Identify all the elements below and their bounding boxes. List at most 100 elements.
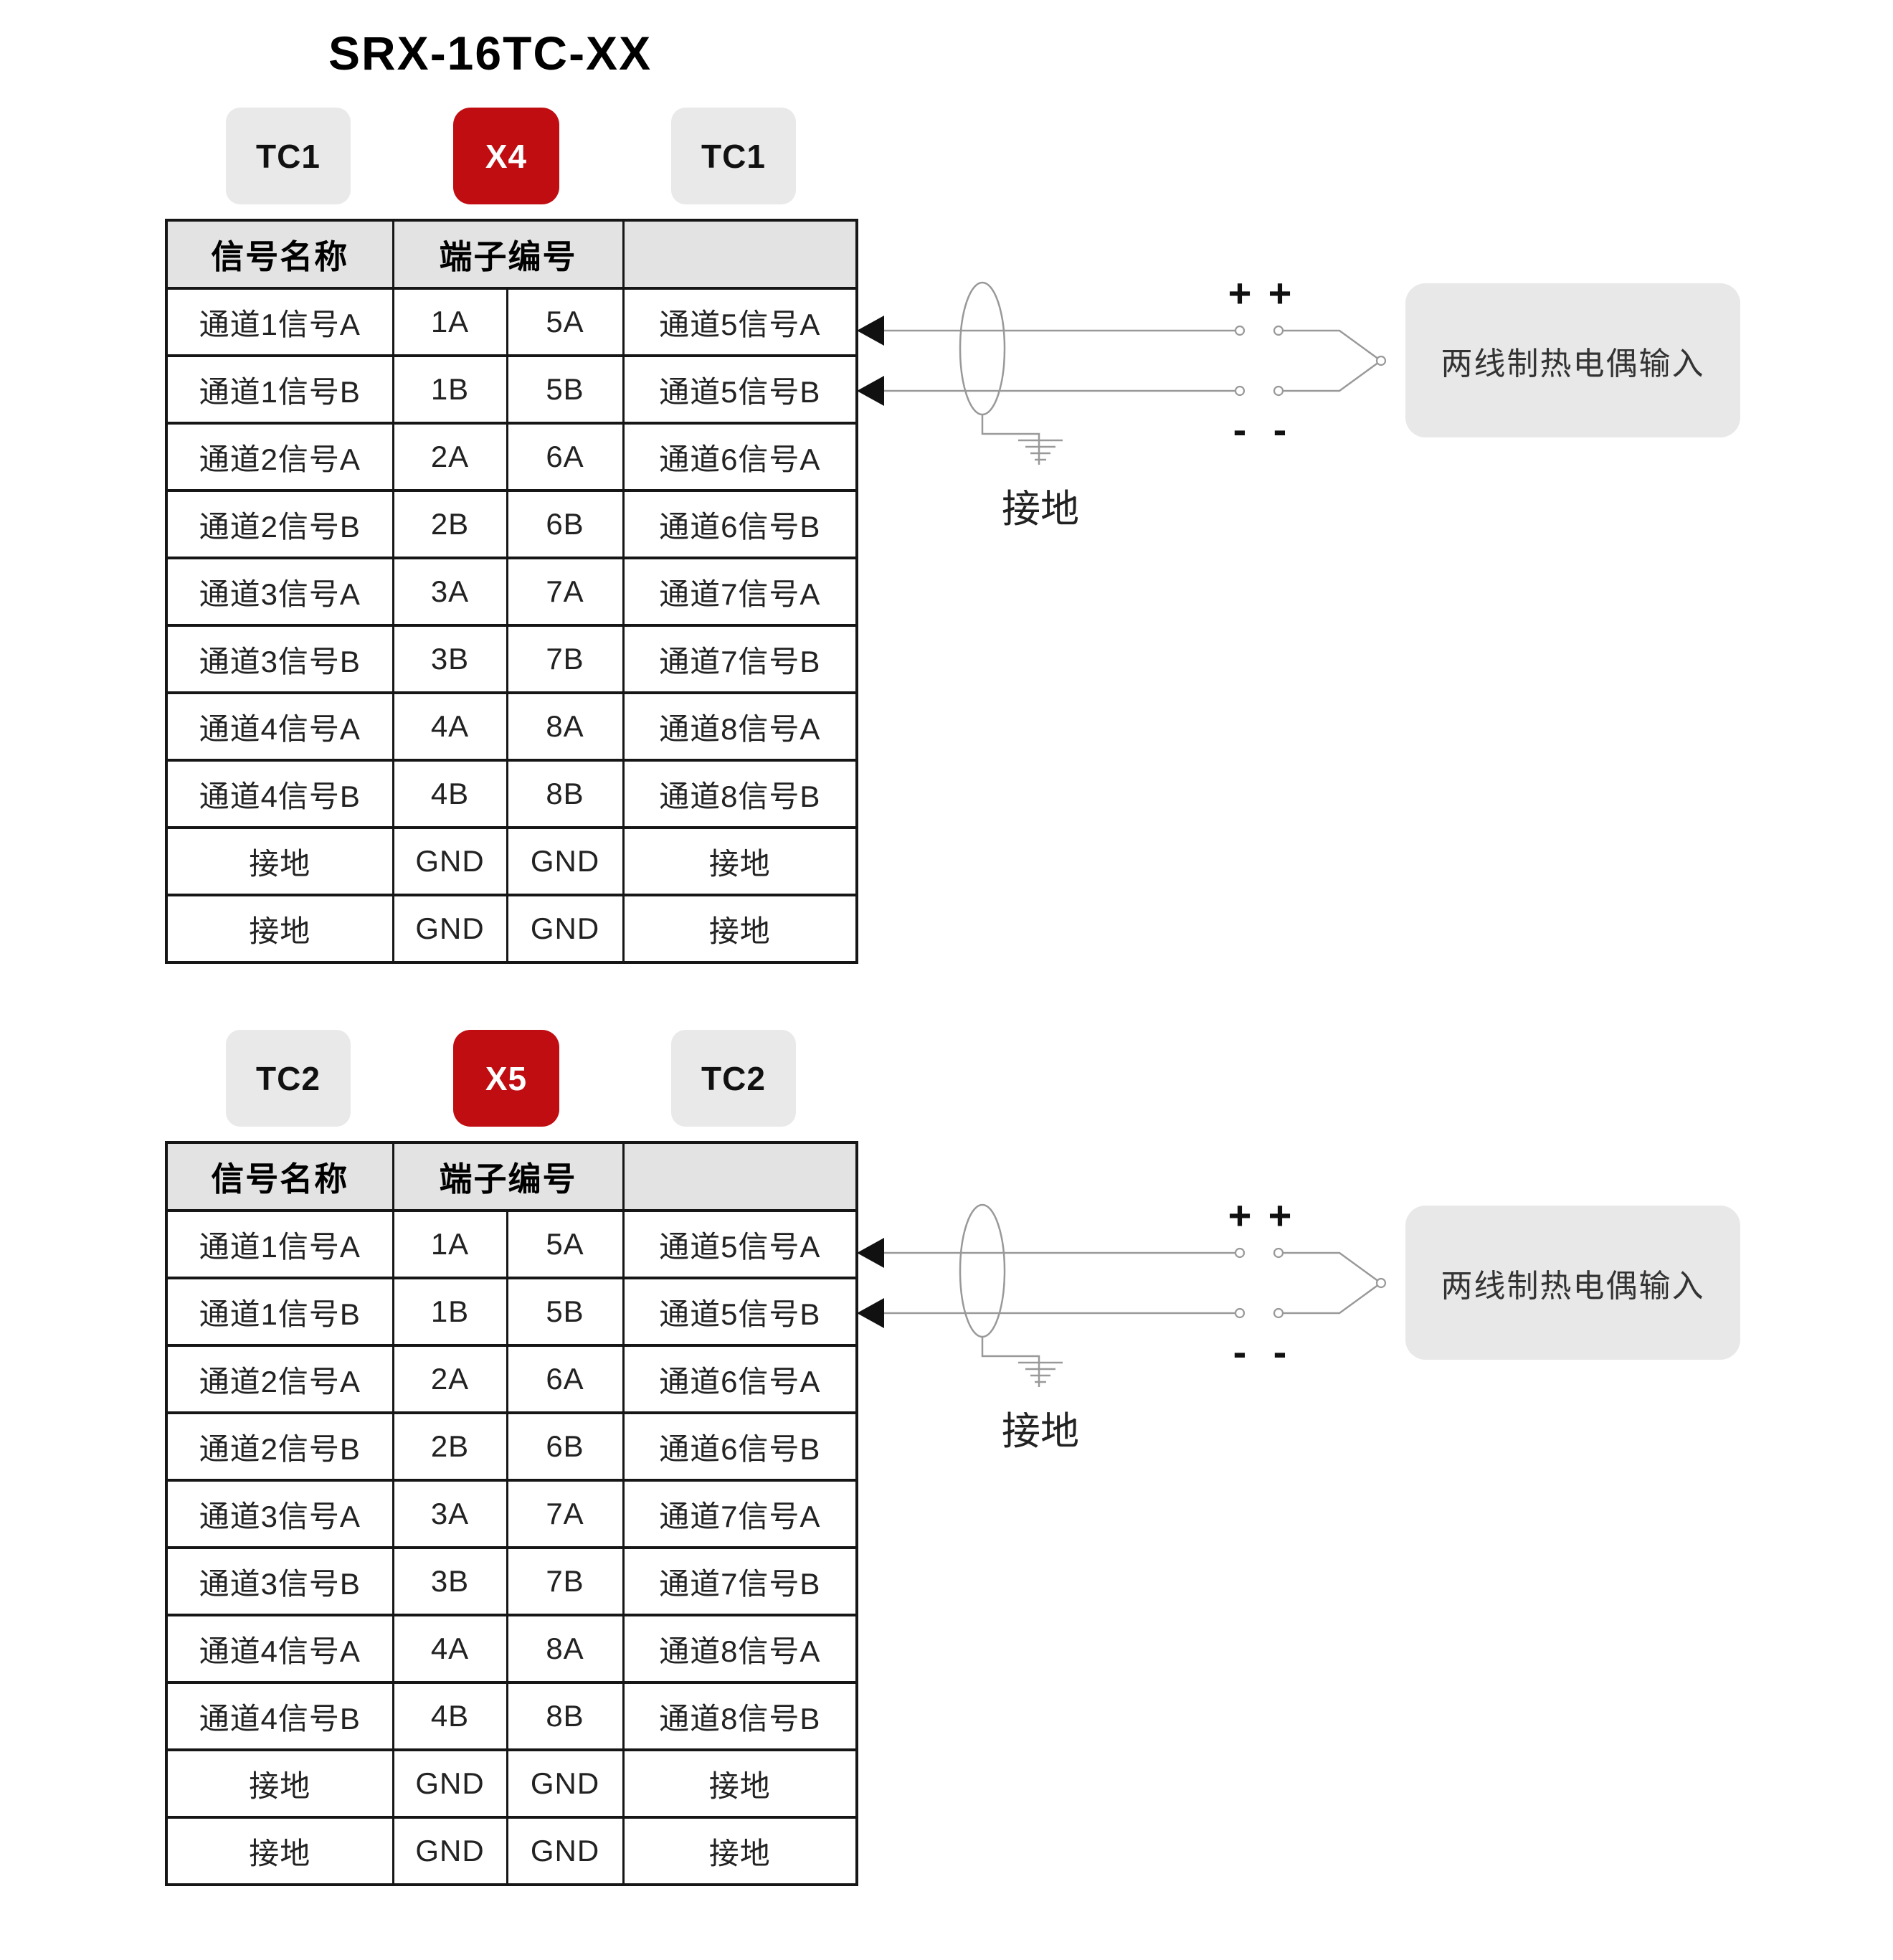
terminal-number-cell: 2B (392, 489, 508, 559)
terminal-number-cell: 1B (392, 354, 508, 425)
terminal-number-cell: 2A (392, 1344, 508, 1414)
terminal-node (1273, 325, 1284, 336)
earth-ground-icon (1018, 1361, 1063, 1383)
signal-name-cell: 接地 (622, 1816, 858, 1886)
polarity-plus: + (1228, 1193, 1252, 1238)
earth-ground-icon (1018, 439, 1063, 461)
terminal-number-cell: 1A (392, 1209, 508, 1279)
signal-name-cell: 通道8信号A (622, 691, 858, 762)
page-title: SRX-16TC-XX (328, 27, 653, 80)
signal-name-cell: 通道3信号A (165, 557, 394, 627)
signal-name-cell: 通道7信号A (622, 557, 858, 627)
terminal-number-cell: 8A (506, 691, 625, 762)
thermocouple-input-label-box: 两线制热电偶输入 (1405, 283, 1740, 437)
ground-label: 接地 (1002, 1410, 1079, 1453)
table-row: 通道1信号A 1A 5A 通道5信号A (165, 1209, 858, 1279)
terminal-number-cell: GND (392, 894, 508, 964)
terminal-number-cell: 8B (506, 1681, 625, 1751)
header-terminal-number: 端子编号 (392, 219, 625, 290)
table-row: 通道2信号A 2A 6A 通道6信号A (165, 1344, 858, 1414)
terminal-node (1273, 1307, 1284, 1319)
terminal-number-cell: 5B (506, 354, 625, 425)
thermocouple-input-label-box: 两线制热电偶输入 (1405, 1206, 1740, 1360)
signal-name-cell: 通道8信号B (622, 759, 858, 829)
table-row: 通道3信号A 3A 7A 通道7信号A (165, 557, 858, 627)
terminal-number-cell: 8A (506, 1614, 625, 1684)
signal-name-cell: 通道2信号B (165, 489, 394, 559)
signal-name-cell: 通道4信号A (165, 1614, 394, 1684)
terminal-number-cell: 7A (506, 557, 625, 627)
terminal-node (1234, 385, 1246, 397)
table-header-row: 信号名称 端子编号 (165, 1141, 858, 1212)
arrow-left-icon (857, 376, 884, 406)
thermocouple-junction-node (1375, 1277, 1387, 1289)
signal-name-cell: 通道7信号B (622, 1546, 858, 1616)
header-signal-name: 信号名称 (165, 1141, 394, 1212)
header-blank (622, 1141, 858, 1212)
terminal-number-cell: 6A (506, 1344, 625, 1414)
thermocouple-lead (1283, 361, 1380, 392)
terminal-node (1234, 1307, 1246, 1319)
table-row: 通道4信号B 4B 8B 通道8信号B (165, 759, 858, 829)
terminal-number-cell: 2B (392, 1411, 508, 1482)
terminal-number-cell: 7B (506, 1546, 625, 1616)
terminal-number-cell: 4B (392, 1681, 508, 1751)
signal-name-cell: 通道4信号A (165, 691, 394, 762)
terminal-node (1273, 385, 1284, 397)
terminal-number-cell: 5A (506, 287, 625, 357)
table-header-row: 信号名称 端子编号 (165, 219, 858, 290)
terminal-number-cell: 3B (392, 1546, 508, 1616)
signal-name-cell: 通道5信号A (622, 287, 858, 357)
table-row: 通道2信号A 2A 6A 通道6信号A (165, 422, 858, 492)
terminal-node (1273, 1247, 1284, 1259)
polarity-minus: - (1273, 1329, 1287, 1374)
terminal-number-cell: 4B (392, 759, 508, 829)
terminal-number-cell: 6B (506, 489, 625, 559)
ground-wire (981, 415, 1040, 465)
signal-name-cell: 通道7信号A (622, 1479, 858, 1549)
table-row: 接地 GND GND 接地 (165, 894, 858, 964)
signal-name-cell: 通道1信号B (165, 1277, 394, 1347)
terminal-number-cell: 3A (392, 1479, 508, 1549)
signal-name-cell: 通道2信号A (165, 422, 394, 492)
terminal-number-cell: 3A (392, 557, 508, 627)
arrow-left-icon (857, 1238, 884, 1268)
thermocouple-wiring-diagram: + + - - 接地 (857, 1193, 1387, 1453)
terminal-number-cell: 1B (392, 1277, 508, 1347)
thermocouple-lead (1283, 329, 1380, 361)
signal-name-cell: 通道3信号B (165, 624, 394, 694)
arrow-left-icon (857, 1298, 884, 1328)
polarity-plus: + (1228, 270, 1252, 316)
signal-name-cell: 接地 (165, 1748, 394, 1819)
signal-name-cell: 通道8信号A (622, 1614, 858, 1684)
signal-name-cell: 接地 (165, 826, 394, 896)
signal-name-cell: 通道6信号B (622, 489, 858, 559)
table-row: 通道4信号B 4B 8B 通道8信号B (165, 1681, 858, 1751)
terminal-number-cell: 3B (392, 624, 508, 694)
polarity-plus: + (1268, 270, 1292, 316)
badge-tc-left: TC1 (226, 108, 351, 204)
terminal-number-cell: 5A (506, 1209, 625, 1279)
table-row: 通道3信号B 3B 7B 通道7信号B (165, 624, 858, 694)
thermocouple-wiring-diagram: + + - - 接地 (857, 270, 1387, 531)
terminal-number-cell: GND (506, 894, 625, 964)
terminal-number-cell: GND (506, 826, 625, 896)
signal-name-cell: 通道6信号A (622, 1344, 858, 1414)
terminal-number-cell: GND (392, 1816, 508, 1886)
ground-label: 接地 (1002, 488, 1079, 531)
badge-connector-x4: X4 (453, 108, 559, 204)
section-tc1: TC1 X4 TC1 信号名称 端子编号 通道1信号A 1A 5A 通道5信号A (165, 108, 1814, 1030)
terminal-number-cell: 2A (392, 422, 508, 492)
badge-tc-right: TC1 (671, 108, 796, 204)
thermocouple-junction-node (1375, 355, 1387, 366)
cable-shield-oval (959, 281, 1006, 416)
table-row: 通道3信号A 3A 7A 通道7信号A (165, 1479, 858, 1549)
signal-name-cell: 接地 (165, 1816, 394, 1886)
signal-name-cell: 接地 (622, 894, 858, 964)
table-row: 通道3信号B 3B 7B 通道7信号B (165, 1546, 858, 1616)
table-row: 通道1信号A 1A 5A 通道5信号A (165, 287, 858, 357)
terminal-number-cell: 7A (506, 1479, 625, 1549)
badge-tc-right: TC2 (671, 1030, 796, 1127)
signal-name-cell: 通道1信号A (165, 287, 394, 357)
